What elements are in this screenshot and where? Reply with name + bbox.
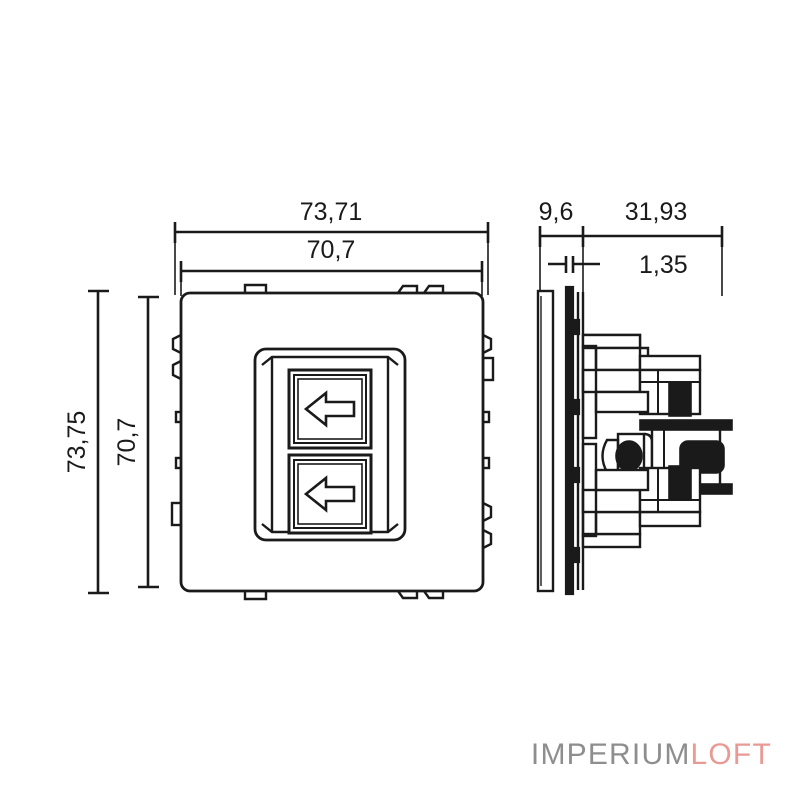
dimension-front-width-inner bbox=[179, 261, 484, 296]
dimension-front-height-outer bbox=[88, 289, 109, 595]
left-arrow-icon bbox=[303, 475, 356, 513]
socket-module bbox=[253, 347, 407, 542]
port-lower bbox=[287, 453, 373, 535]
side-connector-lower bbox=[581, 465, 702, 549]
front-view bbox=[170, 283, 495, 601]
port-upper bbox=[287, 368, 373, 450]
dim-label-side-body-depth: 31,93 bbox=[625, 198, 688, 226]
dim-label-front-height-inner: 70,7 bbox=[113, 418, 141, 467]
side-frame-claws bbox=[571, 318, 581, 564]
dimension-plate-thickness bbox=[548, 256, 600, 273]
dim-label-front-height-outer: 73,75 bbox=[63, 411, 91, 474]
dim-label-plate-thickness: 1,35 bbox=[639, 251, 688, 279]
watermark-secondary: LOFT bbox=[690, 738, 772, 771]
side-end-caps bbox=[581, 344, 598, 538]
watermark: IMPERIUMLOFT bbox=[531, 740, 772, 770]
dim-label-front-width-outer: 73,71 bbox=[300, 198, 363, 226]
dim-label-front-width-inner: 70,7 bbox=[307, 236, 356, 264]
watermark-primary: IMPERIUM bbox=[530, 738, 691, 771]
mounting-tabs bbox=[170, 283, 495, 601]
side-connector-upper bbox=[581, 333, 702, 417]
side-faceplate bbox=[536, 289, 555, 593]
left-arrow-icon bbox=[303, 390, 356, 428]
dimension-front-width-outer bbox=[173, 222, 490, 295]
side-view bbox=[536, 285, 733, 596]
dim-label-side-faceplate-offset: 9,6 bbox=[539, 198, 574, 226]
dimension-front-height-inner bbox=[138, 295, 159, 589]
